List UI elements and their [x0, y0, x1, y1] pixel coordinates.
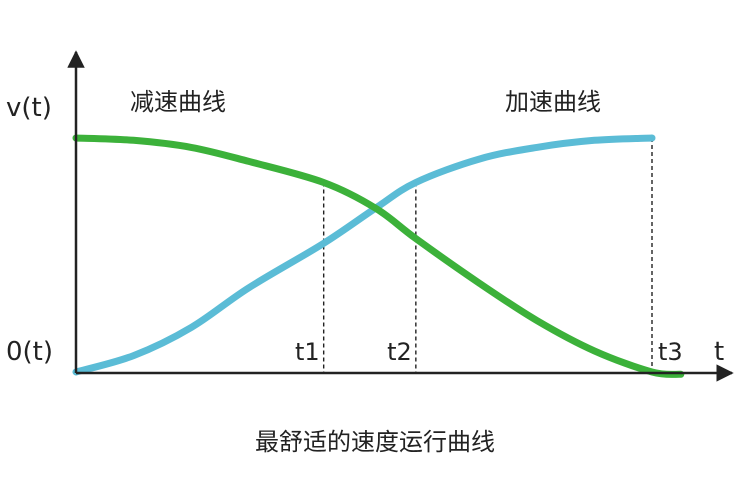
tick-labels: t1 t2 t3	[295, 338, 683, 366]
y-axis-label: v(t)	[6, 93, 52, 123]
series-layer	[72, 134, 685, 378]
tick-label-t2: t2	[387, 338, 412, 366]
chart-caption: 最舒适的速度运行曲线	[255, 428, 495, 456]
series-label-accel: 加速曲线	[505, 88, 601, 116]
tick-label-t3: t3	[658, 338, 683, 366]
guide-lines	[322, 138, 653, 372]
series-label-decel: 减速曲线	[130, 88, 226, 116]
tick-label-t1: t1	[295, 338, 320, 366]
y-origin-label: 0(t)	[6, 337, 53, 367]
x-axis-label: t	[714, 337, 724, 367]
decel-curve-line	[72, 134, 685, 378]
